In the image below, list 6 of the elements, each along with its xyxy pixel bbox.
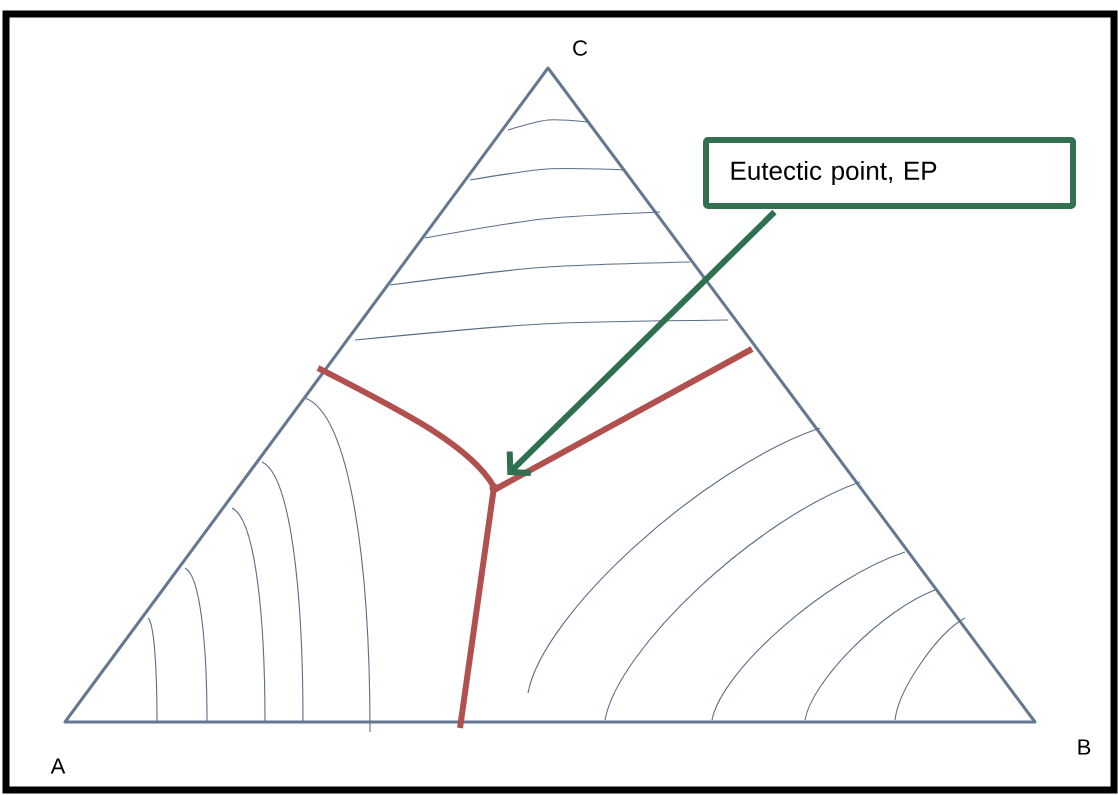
vertex-label: A	[50, 758, 66, 774]
arrow	[506, 209, 777, 476]
callout-box: Eutectic point, EP	[703, 137, 1076, 209]
junction-point	[489, 483, 499, 493]
vertex-label: C	[573, 40, 588, 56]
vertex-label: B	[1078, 739, 1091, 755]
